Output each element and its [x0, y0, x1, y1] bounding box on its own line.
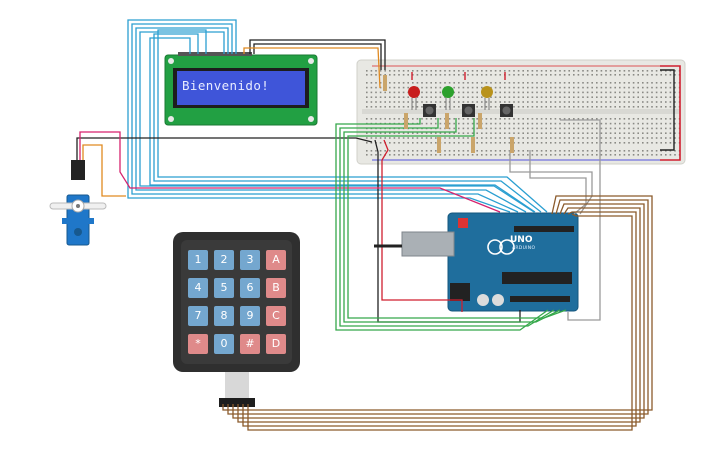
key-A[interactable]	[266, 250, 286, 270]
wire	[149, 37, 536, 213]
wire	[153, 33, 542, 213]
wire	[381, 139, 463, 312]
key-label: 7	[194, 309, 202, 322]
key-label: 6	[246, 281, 254, 294]
key-2[interactable]	[214, 250, 234, 270]
keypad-ribbon	[219, 372, 255, 407]
key-label: 1	[194, 253, 202, 266]
key-3[interactable]	[240, 250, 260, 270]
wire	[76, 137, 373, 160]
key-C[interactable]	[266, 306, 286, 326]
wire	[249, 39, 386, 70]
key-B[interactable]	[266, 278, 286, 298]
key-label: 5	[220, 281, 228, 294]
wire	[232, 203, 645, 419]
key-0[interactable]	[214, 334, 234, 354]
wire	[79, 131, 501, 213]
resistors	[383, 75, 514, 153]
key-1[interactable]	[188, 250, 208, 270]
wire	[139, 31, 535, 213]
wire	[227, 199, 649, 415]
wire	[82, 144, 126, 197]
key-label: *	[195, 337, 201, 350]
key-4[interactable]	[188, 278, 208, 298]
components	[383, 75, 514, 153]
wire	[529, 150, 587, 215]
wire	[509, 150, 593, 215]
wire	[247, 213, 633, 431]
wire	[339, 118, 555, 327]
arduino-uno[interactable]	[401, 212, 579, 312]
key-7[interactable]	[188, 306, 208, 326]
key-label: B	[272, 281, 280, 294]
wire	[237, 207, 641, 423]
wire	[243, 47, 381, 89]
key-*[interactable]	[188, 334, 208, 354]
key-label: 2	[220, 253, 228, 266]
key-label: 8	[220, 309, 228, 322]
key-label: 4	[194, 281, 202, 294]
wire	[242, 211, 637, 427]
key-#[interactable]	[240, 334, 260, 354]
key-5[interactable]	[214, 278, 234, 298]
key-label: C	[272, 309, 280, 322]
key-label: #	[245, 337, 255, 350]
lcd-header-pins	[178, 52, 252, 56]
wire	[335, 118, 549, 331]
led-red[interactable]	[408, 86, 420, 110]
wire	[135, 27, 527, 213]
wires	[76, 19, 681, 431]
key-9[interactable]	[240, 306, 260, 326]
wire	[253, 43, 382, 70]
wire	[347, 118, 567, 319]
arduino-brand-label: ARDUINO	[512, 246, 536, 251]
wire	[343, 118, 561, 323]
push-button-2[interactable]	[462, 104, 475, 117]
lcd-message: Bienvenido!	[182, 78, 270, 93]
wire	[157, 29, 548, 213]
led-amber[interactable]	[481, 86, 493, 110]
wire	[131, 23, 519, 213]
servo-motor[interactable]	[49, 160, 107, 246]
wire	[660, 65, 681, 161]
key-label: 9	[246, 309, 254, 322]
lcd-module[interactable]	[164, 52, 318, 126]
push-button-1[interactable]	[423, 104, 436, 117]
wire	[560, 119, 601, 321]
key-label: A	[272, 253, 280, 266]
key-label: D	[271, 337, 281, 350]
key-label: 3	[246, 253, 254, 266]
arduino-model-label: UNO	[510, 235, 533, 245]
key-D[interactable]	[266, 334, 286, 354]
wire	[660, 69, 675, 151]
key-8[interactable]	[214, 306, 234, 326]
wire	[127, 19, 511, 213]
key-6[interactable]	[240, 278, 260, 298]
keypad[interactable]	[173, 232, 300, 407]
wire	[222, 195, 653, 411]
key-label: 0	[220, 337, 228, 350]
breadboard[interactable]	[356, 59, 686, 165]
push-button-3[interactable]	[500, 104, 513, 117]
led-green[interactable]	[442, 86, 454, 110]
